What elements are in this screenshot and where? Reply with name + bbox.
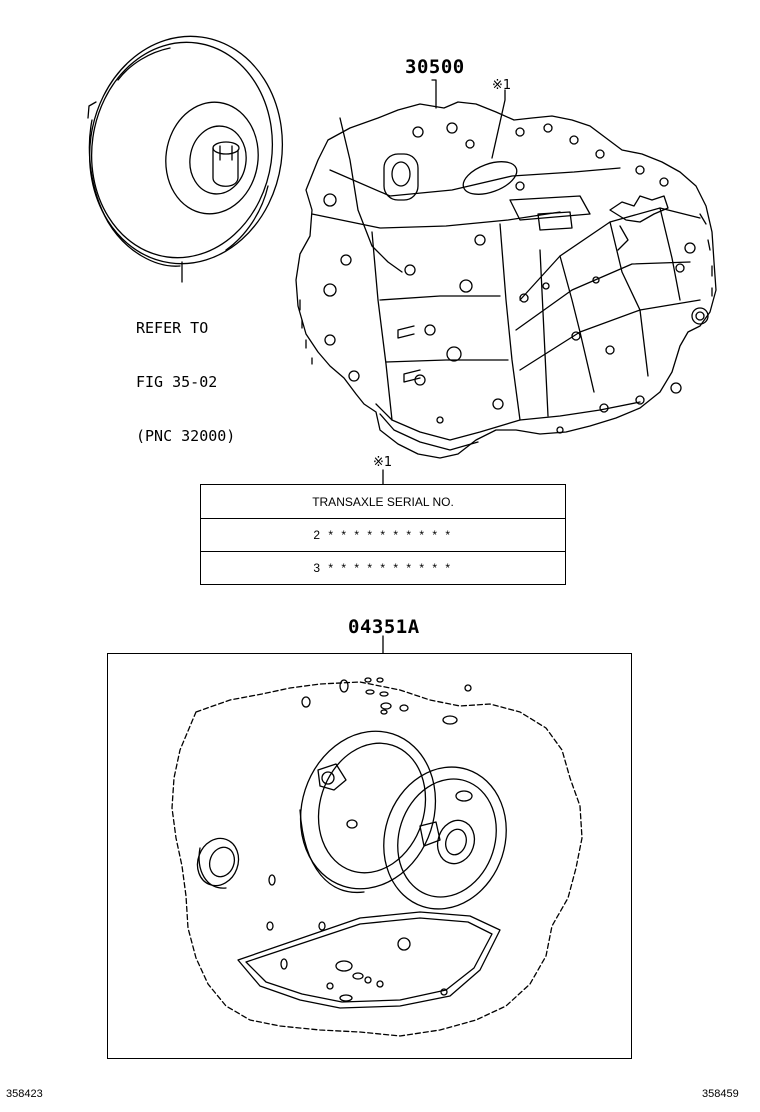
torque-converter-reference: REFER TO FIG 35-02 (PNC 32000) bbox=[136, 283, 235, 481]
footer-left-code: 358423 bbox=[6, 1088, 43, 1100]
serial-table-marker: ※1 bbox=[373, 455, 393, 470]
serial-table-header: TRANSAXLE SERIAL NO. bbox=[312, 494, 454, 509]
reference-line-2: FIG 35-02 bbox=[136, 373, 218, 391]
footer-right-code: 358459 bbox=[702, 1088, 739, 1100]
torque-converter-drawing bbox=[87, 35, 284, 283]
transaxle-assembly-drawing bbox=[295, 79, 717, 459]
gasket-kit-part-number[interactable]: 04351A bbox=[348, 616, 420, 638]
reference-line-1: REFER TO bbox=[136, 319, 209, 337]
transaxle-serial-marker: ※1 bbox=[492, 78, 512, 93]
serial-number-table: TRANSAXLE SERIAL NO. 2 * * * * * * * * *… bbox=[200, 484, 566, 585]
gasket-kit-drawing bbox=[171, 677, 583, 1037]
transaxle-part-number[interactable]: 30500 bbox=[405, 56, 465, 78]
serial-table-row: 3 * * * * * * * * * * bbox=[201, 551, 565, 584]
serial-table-row: 2 * * * * * * * * * * bbox=[201, 518, 565, 551]
reference-line-3: (PNC 32000) bbox=[136, 427, 236, 445]
gasket-kit-box bbox=[107, 653, 632, 1059]
